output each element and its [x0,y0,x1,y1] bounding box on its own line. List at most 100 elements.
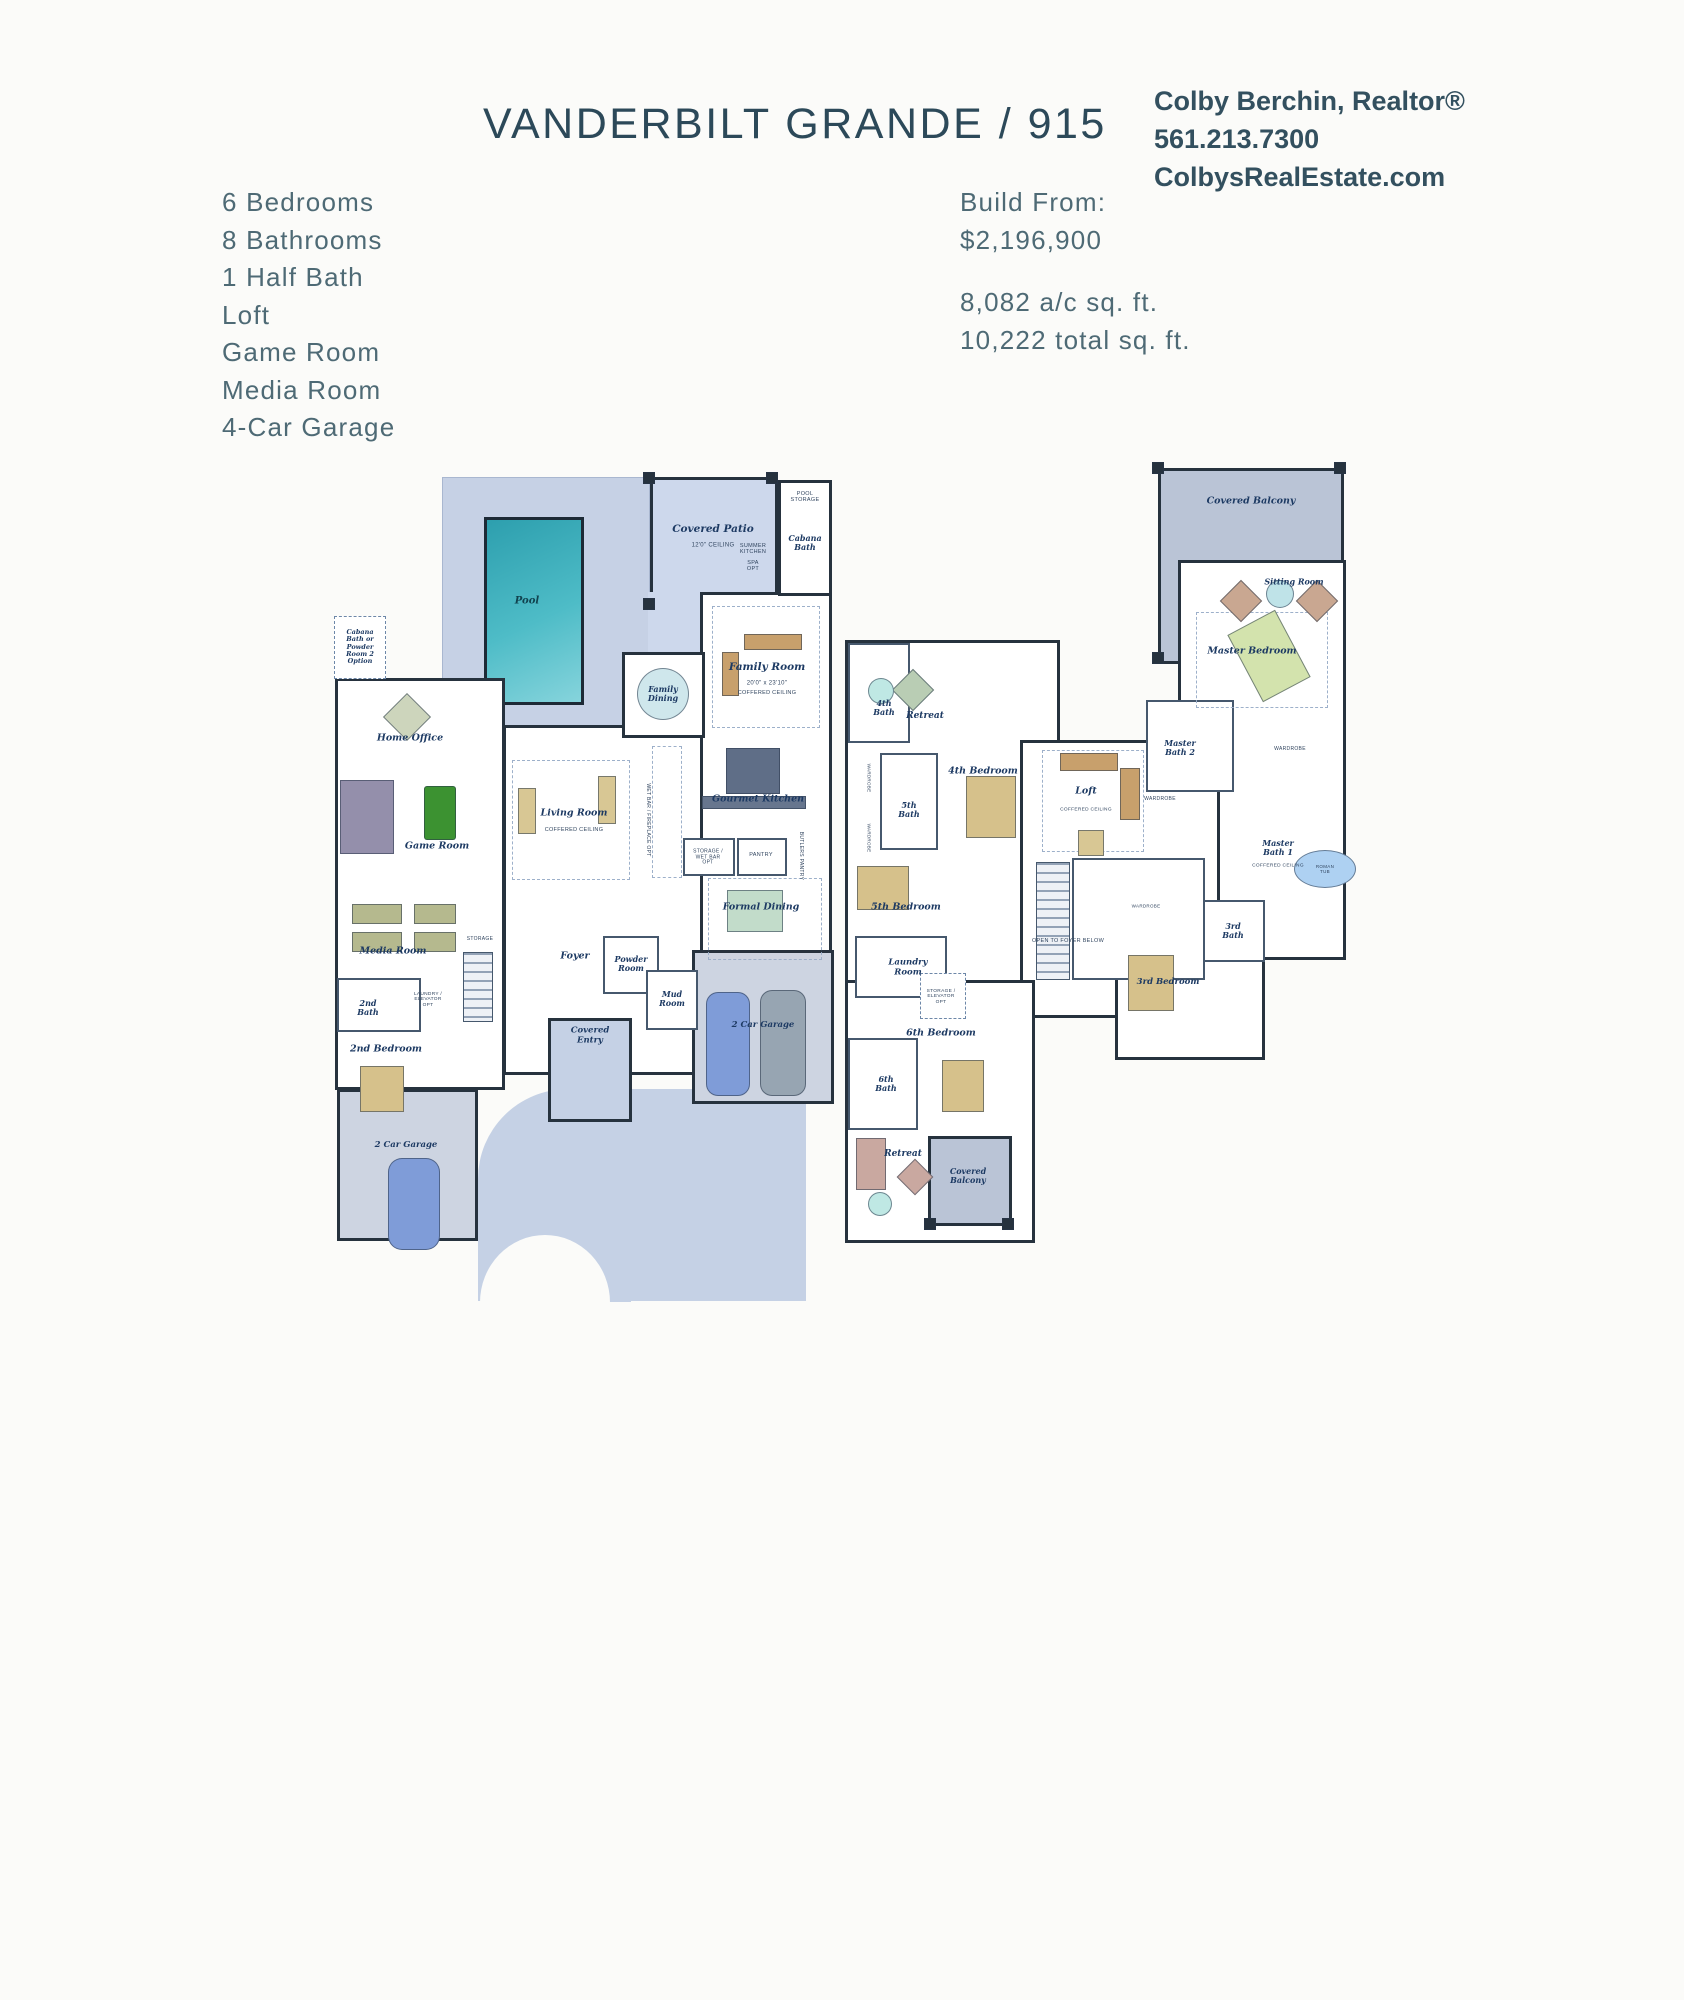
living-sofa [598,776,616,824]
wet-bar-counter [340,780,394,854]
sitting-table [1266,580,1294,608]
loft-sofa [1060,753,1118,771]
feature-item: Game Room [222,337,381,367]
room-storage-wetbar [683,838,735,876]
post-7 [924,1218,936,1230]
room-2nd-bath [337,978,421,1032]
ac-square-footage: 8,082 a/c sq. ft. [960,287,1159,317]
feature-item: 8 Bathrooms [222,224,383,255]
label-option: Cabana Bath or Powder Room 2 Option [346,627,374,665]
label-laundry-room: Laundry Room [888,957,928,977]
label-foyer: Foyer [560,950,590,962]
label-home-office: Home Office [376,732,444,744]
kitchen-island [726,748,780,794]
label-media-room: Media Room [359,945,427,957]
feature-item: 6 Bedrooms [222,187,375,217]
label-wardrobe-5: WARDROBE [1131,903,1161,909]
room-5th-bath [880,753,938,850]
car-right-garage-1 [706,992,750,1096]
room-pantry [737,838,787,876]
label-retreat-bottom: Retreat [884,1148,922,1159]
realtor-name: Colby Berchin, Realtor® [1154,86,1465,116]
label-mud-room: Mud Room [659,989,685,1008]
pool-table [424,786,456,840]
label-covered-patio: Covered Patio [672,523,754,536]
stairs-second-floor [1036,862,1070,980]
label-roman-tub: ROMAN TUB [1315,863,1335,874]
label-2-car-garage-left: 2 Car Garage [374,1140,438,1151]
label-wardrobe-4: WARDROBE [866,823,872,853]
label-wardrobe-2: WARDROBE [1144,796,1176,803]
label-summer-kitchen: SUMMER KITCHEN [739,542,767,555]
label-formal-dining: Formal Dining [722,901,800,913]
label-pool-storage: POOL STORAGE [790,490,820,503]
label-storage-stairs: STORAGE [466,936,494,943]
car-left-garage [388,1158,440,1250]
post-8 [1002,1218,1014,1230]
label-laundry-opt: LAUNDRY / ELEVATOR OPT [413,991,443,1008]
post-5 [1334,462,1346,474]
label-3rd-bedroom: 3rd Bedroom [1136,977,1200,988]
realtor-website: ColbysRealEstate.com [1154,162,1446,192]
dining-table [727,890,783,932]
post-4 [1152,462,1164,474]
label-gourmet-kitchen: Gourmet Kitchen [711,793,805,805]
post-1 [643,472,655,484]
retreat-top-spa [868,678,894,704]
label-2-car-garage-right: 2 Car Garage [731,1020,795,1031]
label-spa-opt: SPA OPT [746,559,760,572]
covered-patio [650,477,778,597]
label-sitting-room: Sitting Room [1264,576,1324,587]
label-master-bedroom: Master Bedroom [1207,645,1297,657]
family-room-tray [712,606,820,728]
area-block: 8,082 a/c sq. ft. 10,222 total sq. ft. [960,284,1191,359]
car-right-garage-2 [760,990,806,1096]
living-sofa-2 [518,788,536,834]
label-powder-room: Powder Room [614,954,648,973]
gallery-hall [652,746,682,878]
elevator-opt-box [920,973,966,1019]
family-dining-table [637,668,689,720]
label-covered-patio-dim: 12'0" CEILING [691,542,735,549]
stairs-first-floor [463,952,493,1022]
kitchen-counter [702,796,806,809]
bed-2nd-bedroom [360,1066,404,1112]
retreat-bottom-table [868,1192,892,1216]
page-title: VANDERBILT GRANDE / 915 [483,100,1107,148]
label-living-room-ceiling: COFFERED CEILING [544,826,604,833]
post-6 [1152,652,1164,664]
label-6th-bedroom: 6th Bedroom [906,1027,976,1039]
label-wetbar-fireplace: WET BAR / FIREPLACE OPT [644,783,651,857]
realtor-contact: Colby Berchin, Realtor® 561.213.7300 Col… [1154,82,1465,196]
label-family-room: Family Room [728,661,806,674]
label-covered-balcony-bottom: Covered Balcony [949,1166,987,1185]
label-retreat-top: Retreat [906,710,944,721]
label-5th-bath: 5th Bath [898,800,920,819]
room-6th-bath [848,1038,918,1130]
label-storage-wetbar: STORAGE / WET BAR OPT [693,848,723,866]
label-open-to-foyer: OPEN TO FOYER BELOW [1031,937,1105,944]
label-4th-bath: 4th Bath [873,698,895,717]
label-5th-bedroom: 5th Bedroom [871,901,941,913]
media-sofa-4 [414,932,456,952]
post-3 [766,472,778,484]
label-3rd-bath: 3rd Bath [1222,921,1244,940]
balcony-bottom [928,1136,1012,1226]
loft-sofa-2 [1120,768,1140,820]
label-2nd-bath: 2nd Bath [357,998,379,1017]
master-bed-tray [1196,612,1328,708]
bed-6th-bedroom [942,1060,984,1112]
label-family-room-dim: 20'0" x 23'10" [746,680,788,687]
driveway-notch [480,1235,610,1370]
label-butlers-pantry: BUTLERS PANTRY [797,831,804,881]
loft-table [1078,830,1104,856]
covered-entry-block [548,1018,632,1122]
post-2 [643,598,655,610]
cabana-bath-block [778,480,832,596]
bed-3rd-bedroom [1128,955,1174,1011]
media-sofa-2 [414,904,456,924]
label-6th-bath: 6th Bath [875,1074,897,1093]
bed-4th-bedroom [966,776,1016,838]
label-2nd-bedroom: 2nd Bedroom [350,1043,422,1055]
